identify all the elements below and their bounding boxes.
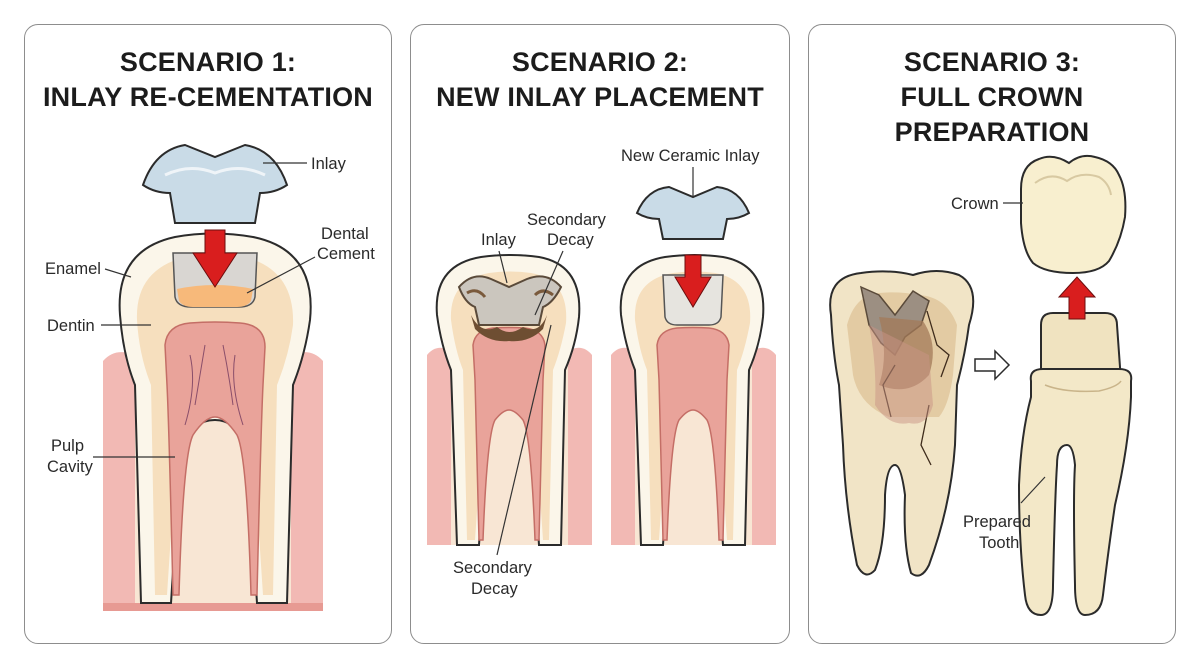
scenario-3-panel: SCENARIO 3: FULL CROWN PREPARATION Crown… <box>808 24 1176 644</box>
scenario-3-title-line1: SCENARIO 3: <box>903 47 1081 77</box>
pulp-cavity <box>164 321 266 596</box>
prepared-tooth <box>1017 368 1133 617</box>
label-new-ceramic-inlay: New Ceramic Inlay <box>621 147 760 165</box>
label-enamel: Enamel <box>45 260 101 278</box>
label-secondary-decay-bottom-2: Decay <box>471 580 519 598</box>
scenario-2-title: SCENARIO 2: NEW INLAY PLACEMENT <box>411 45 789 115</box>
label-inlay: Inlay <box>311 155 347 173</box>
label-secondary-decay-top-1: Secondary <box>527 211 607 229</box>
scenario-1-title-line2: INLAY RE-CEMENTATION <box>42 82 374 112</box>
scenario-2-panel: SCENARIO 2: NEW INLAY PLACEMENT New Cera… <box>410 24 790 644</box>
label-dental-cement-2: Cement <box>317 245 375 263</box>
scenario-1-illustration: Inlay Enamel Dental Cement Dentin Pulp C… <box>45 143 375 611</box>
label-prepared-1: Prepared <box>963 513 1031 531</box>
scenario-2-illustration: New Ceramic Inlay Inlay Secondary Decay … <box>427 147 776 598</box>
scenario-2-title-line1: SCENARIO 2: <box>511 47 689 77</box>
scenario-3-title-line2: FULL CROWN PREPARATION <box>894 82 1090 147</box>
scenario-2-title-line2: NEW INLAY PLACEMENT <box>436 82 764 112</box>
secondary-decay-area <box>471 315 547 342</box>
insert-arrow <box>192 229 238 288</box>
prepared-stump <box>1040 312 1123 382</box>
gum-right <box>291 352 323 611</box>
crown-piece <box>1020 154 1127 275</box>
label-dental-cement-1: Dental <box>321 225 369 243</box>
label-pulp-2: Cavity <box>47 458 94 476</box>
scenario-3-title: SCENARIO 3: FULL CROWN PREPARATION <box>809 45 1175 150</box>
transition-arrow <box>974 349 1011 381</box>
scenario-1-title: SCENARIO 1: INLAY RE-CEMENTATION <box>25 45 391 115</box>
insert-arrow-2 <box>674 254 712 308</box>
label-crown: Crown <box>951 195 999 213</box>
new-ceramic-inlay <box>635 185 751 240</box>
scenario-3-illustration: Crown Prepared Tooth <box>829 154 1133 617</box>
inlay-piece <box>141 143 289 224</box>
dental-cement <box>177 285 253 307</box>
label-dentin: Dentin <box>47 317 95 335</box>
label-secondary-decay-top-2: Decay <box>547 231 595 249</box>
label-secondary-decay-bottom-1: Secondary <box>453 559 533 577</box>
scenario-1-panel: SCENARIO 1: INLAY RE-CEMENTATION Inlay E… <box>24 24 392 644</box>
label-prepared-2: Tooth <box>979 534 1019 552</box>
scenario-1-title-line1: SCENARIO 1: <box>119 47 297 77</box>
label-pulp-1: Pulp <box>51 437 84 455</box>
gum-left <box>103 352 135 611</box>
label-inlay-2: Inlay <box>481 231 517 249</box>
placement-arrow <box>1057 276 1097 320</box>
